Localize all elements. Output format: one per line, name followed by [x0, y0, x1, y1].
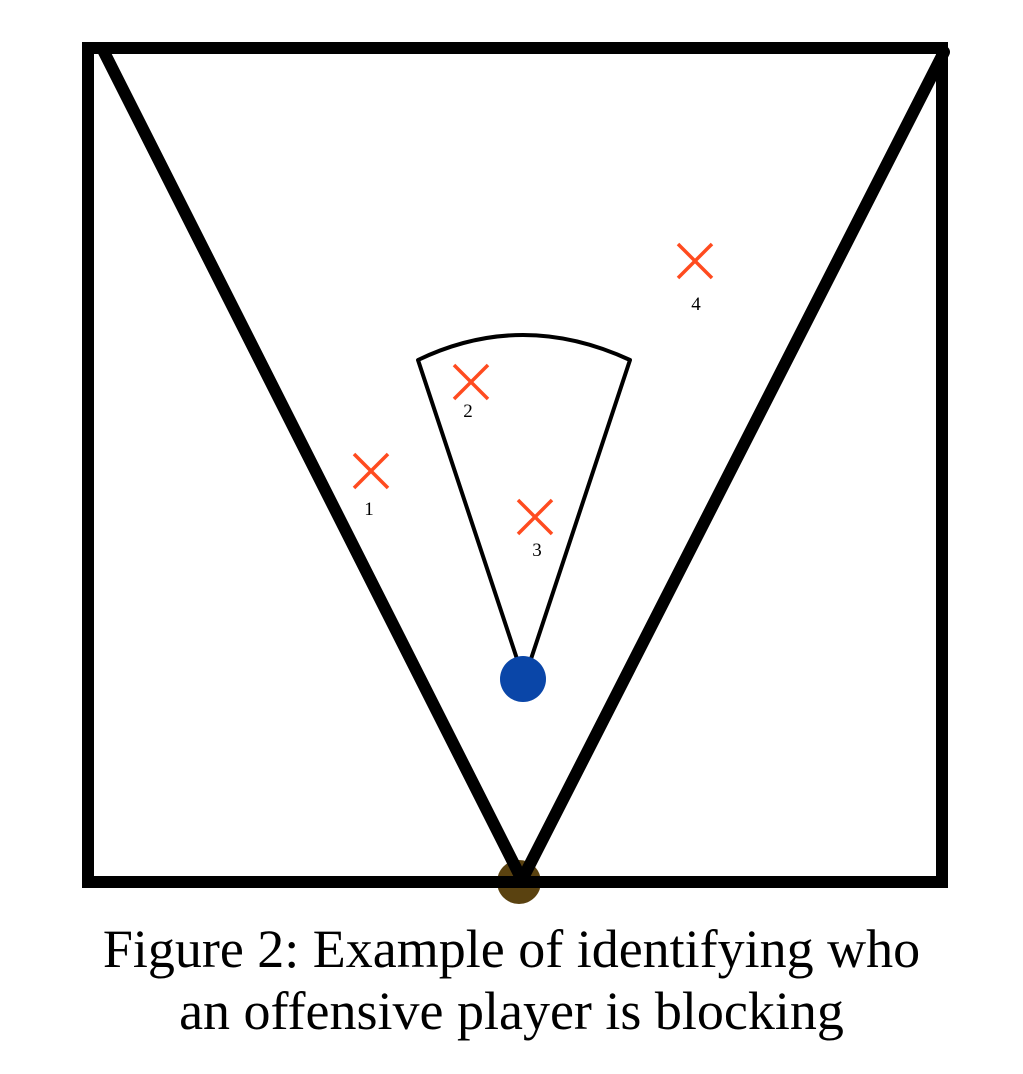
defender-label-4: 4 [691, 294, 701, 315]
caption-line-1: Figure 2: Example of identifying who [102, 919, 921, 979]
field-boundary [82, 42, 948, 888]
defender-label-1: 1 [364, 499, 374, 520]
defender-marker-2: 2 [452, 363, 490, 422]
defender-marker-3: 3 [516, 498, 554, 561]
caption-line-2: an offensive player is blocking [179, 981, 844, 1041]
figure-caption: Figure 2: Example of identifying who an … [0, 918, 1023, 1042]
field-of-view-right-line [519, 46, 950, 880]
defender-label-3: 3 [532, 540, 542, 561]
defender-marker-4: 4 [676, 242, 714, 315]
defender-label-2: 2 [463, 401, 473, 422]
field-of-view-left-line [97, 44, 525, 880]
offensive-player-marker [500, 656, 546, 702]
defender-marker-1: 1 [352, 452, 390, 520]
blocking-cone [416, 333, 632, 669]
